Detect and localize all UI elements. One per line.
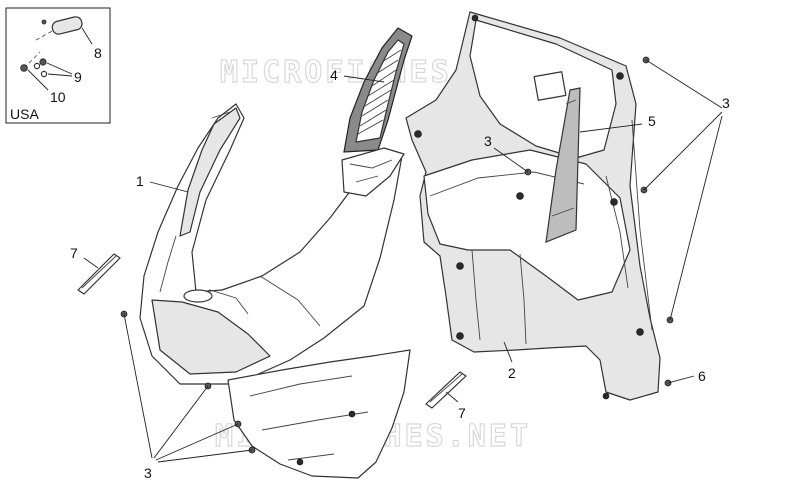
insert-2 [516, 192, 524, 200]
trim-strip-left-line [81, 255, 117, 289]
insert-6 [636, 328, 644, 336]
callout-2: 2 [508, 365, 516, 381]
shield-lower-hole-2 [296, 458, 304, 466]
trim-strip-center [425, 371, 467, 409]
insert-5 [610, 198, 618, 206]
callout-7-center: 7 [458, 405, 466, 421]
insert-4 [456, 332, 464, 340]
trim-strip-left [77, 253, 121, 295]
shield-lower-face [151, 299, 271, 375]
inner-shield-details [429, 119, 653, 345]
inset-reflector [51, 16, 83, 35]
leader-3-left-a [123, 313, 153, 459]
leader-3-left-d [157, 449, 253, 463]
inset-bolt-1 [20, 64, 28, 72]
insert-8 [616, 72, 624, 80]
usa-label: USA [10, 106, 39, 122]
front-shield-part [139, 103, 411, 479]
inset-nut [41, 19, 47, 25]
leader-9b [47, 73, 73, 77]
callout-3-left: 3 [144, 465, 152, 481]
grille-part [343, 27, 413, 153]
leader-7-left [83, 257, 99, 269]
leader-lines [83, 59, 723, 463]
insert-7 [602, 392, 610, 400]
leader-2 [503, 341, 513, 363]
callout-6: 6 [698, 368, 706, 384]
inset-bolt-2 [39, 58, 47, 66]
callouts: 1 2 3 4 5 6 7 7 3 3 [70, 67, 730, 481]
leader-4 [343, 75, 385, 83]
shield-lower-hole-1 [348, 410, 356, 418]
leader-10 [27, 69, 49, 91]
shield-lower-cover [227, 349, 411, 479]
shield-details [159, 111, 321, 327]
inner-shield-lock [533, 71, 567, 101]
leader-3-left-c [155, 423, 239, 461]
leader-8 [81, 27, 93, 45]
usa-inset: 8 9 10 USA [5, 7, 111, 124]
inset-washer-1 [33, 62, 41, 70]
leader-1 [149, 181, 189, 193]
trim-strip-center-body [425, 371, 467, 409]
shield-bracket [183, 289, 213, 303]
shield-left-ridge [179, 107, 241, 237]
trim-strip-center-line [429, 373, 463, 403]
leader-7-center [445, 391, 459, 403]
shield-top-right [341, 147, 405, 197]
callout-9: 9 [74, 69, 82, 85]
inset-axis-1 [35, 29, 55, 41]
leader-9a [46, 62, 73, 75]
insert-3 [456, 262, 464, 270]
inner-shield-glovebox [423, 149, 631, 301]
leader-3-center [493, 147, 529, 173]
insert-9 [471, 14, 479, 22]
leader-3-right-c [669, 115, 723, 321]
leader-5 [579, 123, 643, 133]
panel-body [545, 87, 581, 243]
leader-6 [667, 375, 695, 384]
insert-1 [414, 130, 422, 138]
panel-details [551, 99, 577, 217]
callout-1: 1 [136, 173, 144, 189]
leader-3-right-b [643, 111, 723, 191]
panel-part [545, 87, 581, 243]
grille-slats [357, 49, 402, 135]
leader-3-right-a [645, 59, 723, 109]
trim-strip-left-body [77, 253, 121, 295]
callout-10: 10 [50, 89, 66, 105]
callout-3-center: 3 [484, 133, 492, 149]
callout-7-left: 7 [70, 245, 78, 261]
callout-3-right: 3 [722, 95, 730, 111]
inset-washer-2 [40, 70, 48, 78]
shield-top-right-details [349, 159, 393, 183]
grille-inner [355, 39, 405, 143]
leader-3-left-b [153, 385, 209, 459]
callout-8: 8 [94, 45, 102, 61]
callout-4: 4 [330, 67, 338, 83]
callout-5: 5 [648, 113, 656, 129]
